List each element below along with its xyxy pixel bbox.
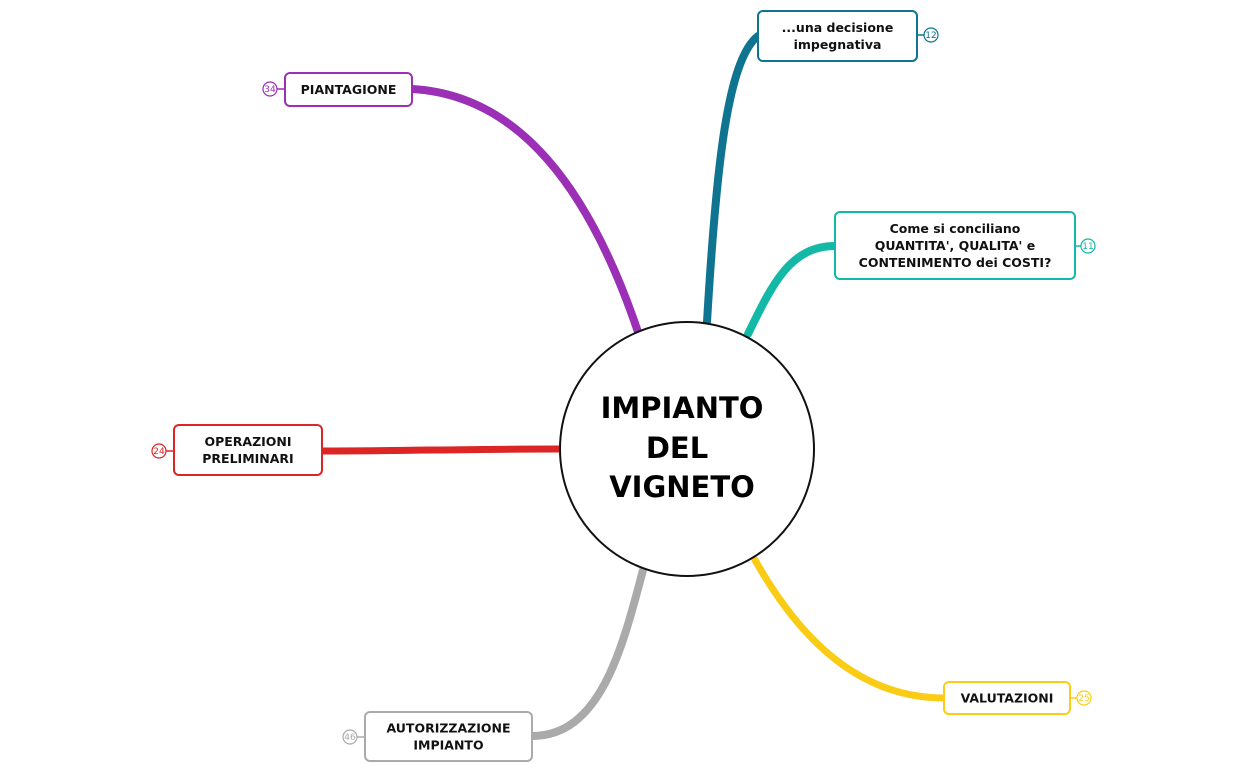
count-badge-label-autorizzazione: 46	[344, 733, 356, 743]
central-topic-line-0: IMPIANTO	[601, 391, 764, 425]
connector-autorizzazione	[528, 566, 647, 740]
branch-node-operazioni[interactable]: OPERAZIONI PRELIMINARI 24	[151, 424, 323, 476]
connector-operazioni	[318, 445, 564, 455]
node-box-operazioni[interactable]	[173, 424, 323, 476]
count-badge-label-piantagione: 34	[264, 85, 276, 95]
connectors	[318, 32, 948, 740]
node-label-decisione-line-0: ...una decisione	[782, 20, 894, 35]
central-topic-label: IMPIANTO DEL VIGNETO	[601, 391, 764, 504]
count-badge-label-conciliano: 11	[1082, 242, 1093, 252]
node-label-valutazioni-line-0: VALUTAZIONI	[961, 691, 1054, 706]
node-box-valutazioni[interactable]	[943, 681, 1071, 715]
branch-node-valutazioni[interactable]: VALUTAZIONI 25	[943, 681, 1092, 715]
count-badge-piantagione[interactable]	[262, 81, 278, 97]
count-badge-conciliano[interactable]	[1080, 238, 1096, 254]
node-box-conciliano[interactable]	[834, 211, 1076, 280]
count-badge-label-valutazioni: 25	[1078, 694, 1089, 704]
count-badge-autorizzazione[interactable]	[342, 729, 358, 745]
connector-piantagione	[408, 85, 642, 336]
node-label-piantagione-line-0: PIANTAGIONE	[301, 82, 397, 97]
connector-conciliano	[744, 242, 839, 338]
node-box-piantagione[interactable]	[284, 72, 413, 107]
node-label-conciliano-line-1: QUANTITA', QUALITA' e	[875, 238, 1035, 253]
count-badge-label-operazioni: 24	[153, 447, 165, 457]
connector-valutazioni	[751, 556, 948, 702]
count-badge-decisione[interactable]	[923, 27, 939, 43]
central-topic-circle[interactable]	[559, 321, 815, 577]
branch-node-autorizzazione[interactable]: AUTORIZZAZIONE IMPIANTO 46	[342, 711, 533, 762]
node-box-autorizzazione[interactable]	[364, 711, 533, 762]
count-badge-valutazioni[interactable]	[1076, 690, 1092, 706]
central-topic[interactable]: IMPIANTO DEL VIGNETO	[559, 321, 815, 577]
connector-decisione	[703, 32, 762, 326]
central-topic-line-2: VIGNETO	[609, 470, 755, 504]
node-label-autorizzazione-line-1: IMPIANTO	[413, 738, 483, 753]
node-label-conciliano-line-0: Come si conciliano	[890, 221, 1021, 236]
branch-node-piantagione[interactable]: PIANTAGIONE 34	[262, 72, 413, 107]
node-label-operazioni-line-1: PRELIMINARI	[202, 451, 293, 466]
branch-node-decisione[interactable]: ...una decisione impegnativa 12	[757, 10, 939, 62]
node-box-decisione[interactable]	[757, 10, 918, 62]
count-badge-label-decisione: 12	[925, 31, 936, 41]
node-label-conciliano-line-2: CONTENIMENTO dei COSTI?	[859, 255, 1052, 270]
node-label-autorizzazione-line-0: AUTORIZZAZIONE	[386, 721, 510, 736]
central-topic-line-1: DEL	[646, 431, 708, 465]
node-label-decisione-line-1: impegnativa	[794, 37, 882, 52]
count-badge-operazioni[interactable]	[151, 443, 167, 459]
node-label-operazioni-line-0: OPERAZIONI	[204, 434, 291, 449]
